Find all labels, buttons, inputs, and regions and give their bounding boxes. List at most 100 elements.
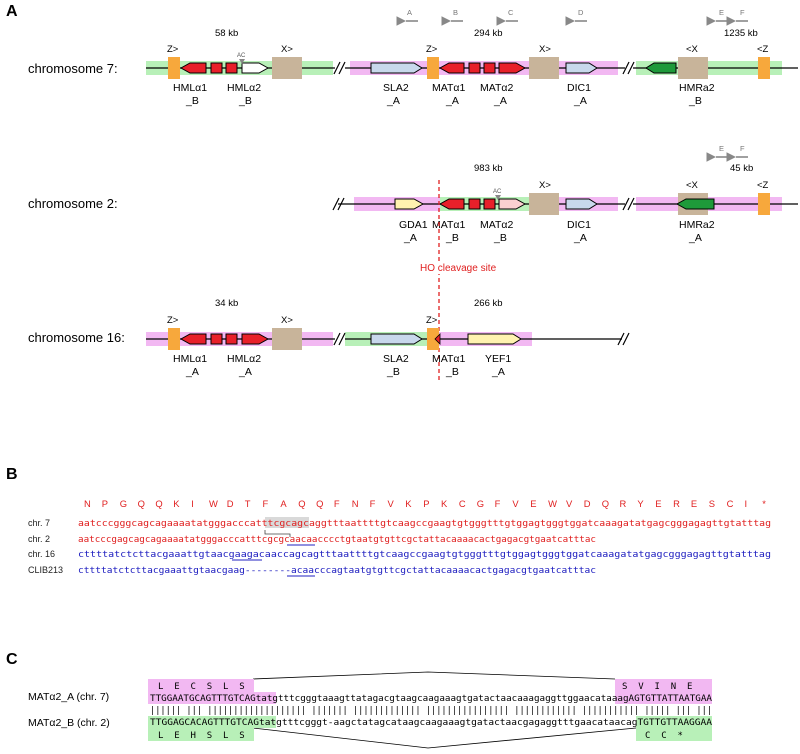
panel-b-aa-19: P [423,498,429,509]
chr16-gene-suffix-mata1: _B [445,366,459,378]
chr7-z-box-1 [168,57,180,79]
panel-c-label-2: MATα2_B (chr. 2) [28,717,110,729]
ho-cleavage-label: HO cleavage site [420,263,497,274]
chr2-mata2-exon-2 [483,198,496,210]
panel-b-aa-17: V [388,498,395,509]
chr7-label: chromosome 7: [28,61,118,76]
chr7-mata2-exon-3 [498,62,527,74]
chr2-mata2-exon-3 [498,198,527,210]
chr2-dist-2: 45 kb [730,163,753,174]
chr7-x1-label: X> [281,44,293,55]
chr7-gene-suffix-mata2: _A [493,95,507,107]
panel-b-aa-16: F [370,498,376,509]
chr7-gene-label-mata1: MATα1 [432,82,465,94]
chr7-z-box-3 [758,57,770,79]
chr7-gene-label-hmra2: HMRa2 [679,82,715,94]
panel-b-aa-9: T [245,498,251,509]
panel-c-match-bars: |||||| ||| ||||||||||||||||||| ||||||| |… [150,706,712,716]
chr7-gene-label-dic1: DIC1 [567,82,591,94]
chr7-dist-2: 294 kb [474,28,503,39]
panel-b-aa-7: W [209,498,218,509]
panel-b-label-chr16: chr. 16 [28,549,55,559]
chr7-gene-suffix-hmra2: _B [688,95,702,107]
chr2-track: chromosome 2: X> <X <Z AC 983 kb 45 kb [28,144,798,244]
chr7-ac-label-1: AC [237,53,246,59]
panel-b-aa-14: F [334,498,340,509]
panel-b-aa-20: K [441,498,448,509]
chr16-track: chromosome 16: Z> X> Z> 34 kb 266 kb HML… [28,298,630,378]
chr2-mata1-gene [438,198,465,210]
chr16-dist-2: 266 kb [474,298,503,309]
panel-b-aa-35: S [709,498,715,509]
chr7-sla2-gene [370,62,423,74]
chr16-hmla2-exon-1 [210,333,223,345]
chr7-z2-label: Z> [426,44,438,55]
chr7-dist-1: 58 kb [215,28,238,39]
panel-b-row-chr7: chr. 7 aatcccgggcagcagaaaatatgggacccattt… [28,517,771,537]
panel-c-aa-left-2: L E H S L S [158,731,245,741]
panel-c-aa-block-right-2 [636,728,712,741]
panel-b-row-chr16: chr. 16 cttttatctcttacgaaattgtaacgaagaca… [28,549,771,561]
chr2-gene-suffix-mata2: _B [493,232,507,244]
panel-b-aa-24: V [512,498,519,509]
chr2-ac-label: AC [493,189,502,195]
panel-b-aa-26: W [548,498,557,509]
chr7-primer-a: A [396,8,418,26]
panel-b-aa-2: G [120,498,127,509]
chr16-hmla2-exon-3 [241,333,270,345]
chr7-hmra2-gene [645,62,677,74]
chr7-x-box-1 [272,57,302,79]
chr7-primer-f: F [726,8,748,26]
chr2-gene-label-gda1: GDA1 [399,219,428,231]
chr16-gene-suffix-yef1: _A [491,366,505,378]
chr2-x-box-1 [529,193,559,215]
svg-text:E: E [719,8,724,17]
chr2-primer-f: F [726,144,748,162]
panel-c-seq-block-left-2 [148,716,276,728]
panel-c-seq-block-right-1 [615,692,712,704]
chr16-mata1-gene [434,333,441,345]
chr7-break-1 [333,61,346,75]
panel-b-aa-21: C [459,498,466,509]
chr16-sla2-gene [370,333,423,345]
panel-c-seq-1: TTGGAATGCAGTTTGTCAGtatgtttcgggtaaagttata… [150,694,713,704]
chr2-x1-label: X> [539,180,551,191]
chr2-break-0 [332,197,345,211]
panel-b-aa-27: V [566,498,573,509]
chr2-gene-suffix-mata1: _B [445,232,459,244]
chr16-x1-label: X> [281,315,293,326]
chr16-z-box-2 [427,328,439,350]
chr7-gene-suffix-hmla2: _B [238,95,252,107]
panel-a-letter: A [6,3,18,20]
panel-b-aa-37: I [745,498,748,509]
chr7-gene-label-hmla1: HMLα1 [173,82,207,94]
panel-b-letter: B [6,466,18,483]
panel-b-aa-30: R [620,498,627,509]
chr2-gene-label-mata1: MATα1 [432,219,465,231]
chr7-gene-label-mata2: MATα2 [480,82,513,94]
chr16-break-2 [617,332,630,346]
panel-c-seq-2: TTGGAGCACAGTTTGTCAGtatgtttcgggt-aagctata… [150,718,713,728]
panel-b-aa-10: F [263,498,269,509]
chr16-gene-label-yef1: YEF1 [485,353,511,365]
panel-b-aa-29: Q [602,498,609,509]
panel-c-aa-right-1: S V I N E [622,682,692,692]
chr7-primer-e: E [706,8,728,26]
chr2-z-box [758,193,770,215]
chr7-x-box-3 [678,57,708,79]
panel-b-aa-31: Y [637,498,644,509]
panel-b-aa-34: E [691,498,697,509]
svg-text:C: C [508,8,514,17]
chr16-gene-suffix-sla2: _B [386,366,400,378]
chr2-z1-label: <Z [757,180,769,191]
chr7-primer-c: C [496,8,518,26]
chr16-z-box-1 [168,328,180,350]
panel-c-seq-block-left-1 [148,692,276,704]
chr7-ac-marker-1 [239,59,245,64]
chr16-gene-label-mata1: MATα1 [432,353,465,365]
chr7-gene-suffix-sla2: _A [386,95,400,107]
chr16-x-box [272,328,302,350]
chr7-primer-d: D [565,8,587,26]
panel-b-row-chr2: chr. 2 aatcccgagcagcagaaaatatgggacccattt… [28,534,596,546]
